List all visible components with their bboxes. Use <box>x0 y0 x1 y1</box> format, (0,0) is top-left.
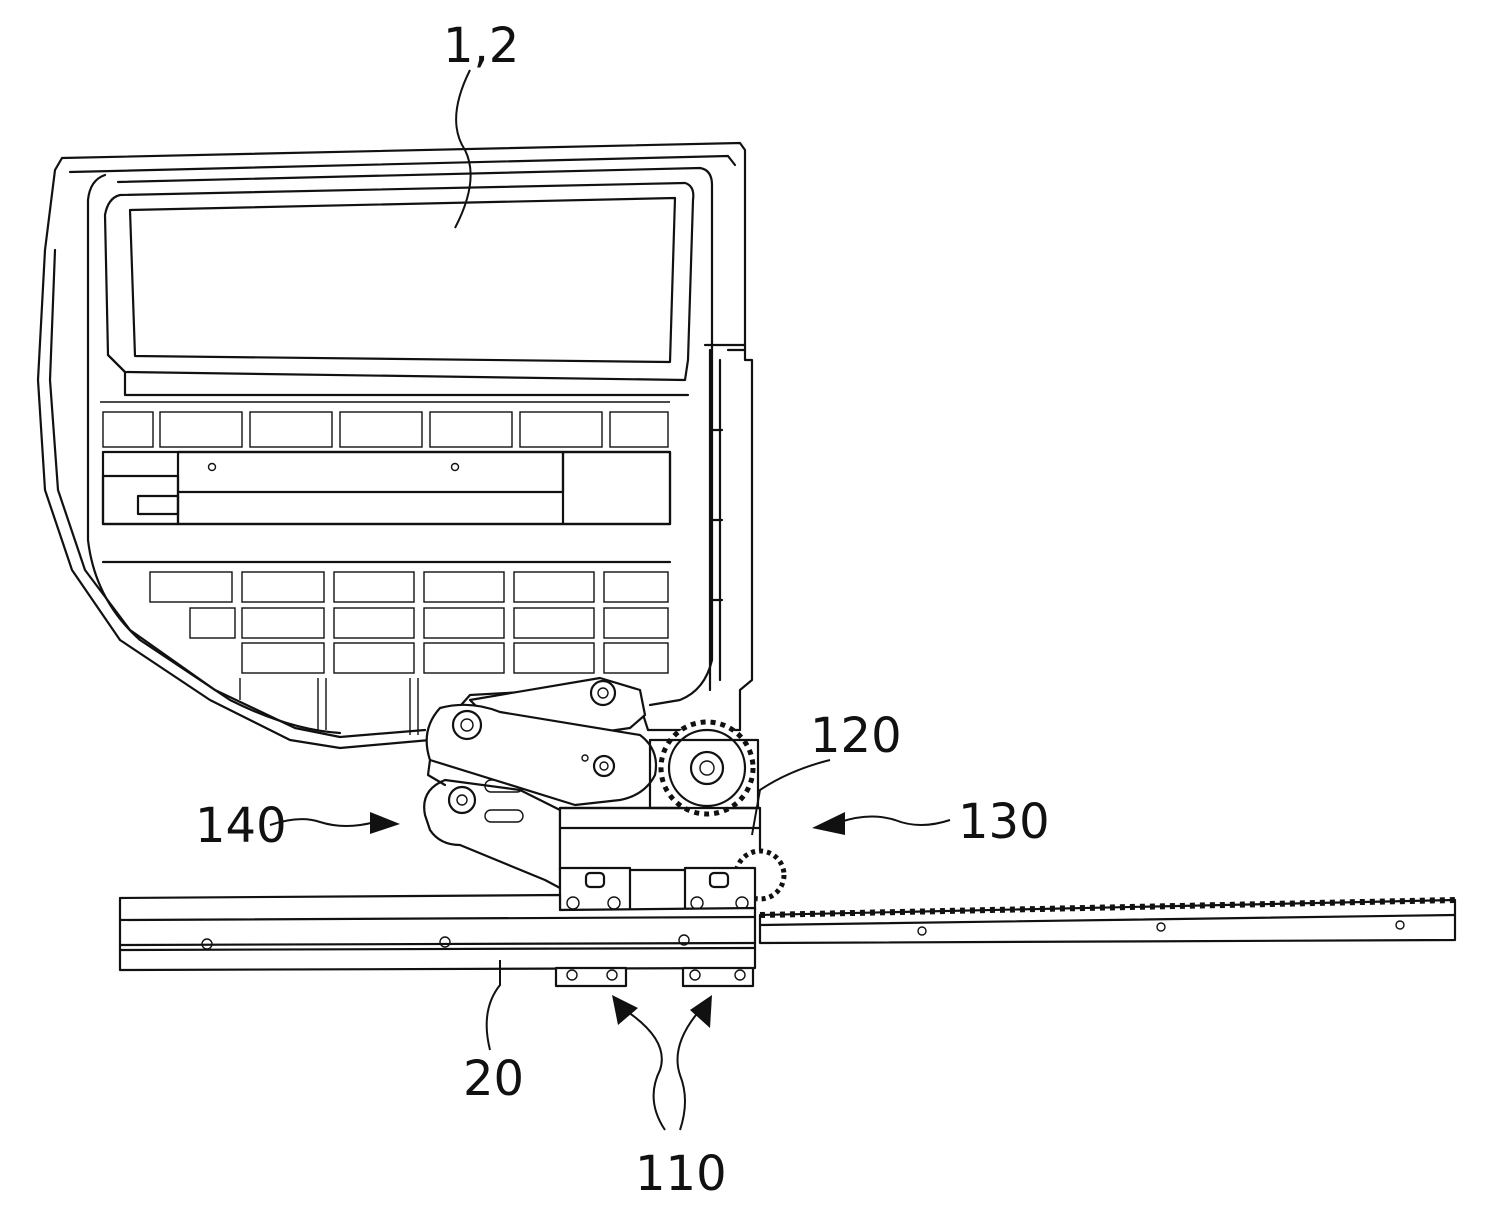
gear-rack <box>760 900 1455 943</box>
label-link: 140 <box>195 798 287 854</box>
guide-rail <box>120 895 755 970</box>
label-pinion-rack: 130 <box>958 794 1050 850</box>
label-guide-rail: 20 <box>463 1051 524 1107</box>
label-gear-housing: 120 <box>810 708 902 764</box>
door-panel <box>38 143 752 748</box>
label-door: 1,2 <box>443 18 519 74</box>
label-rollers: 110 <box>635 1146 727 1202</box>
roller-carriages <box>556 968 753 986</box>
